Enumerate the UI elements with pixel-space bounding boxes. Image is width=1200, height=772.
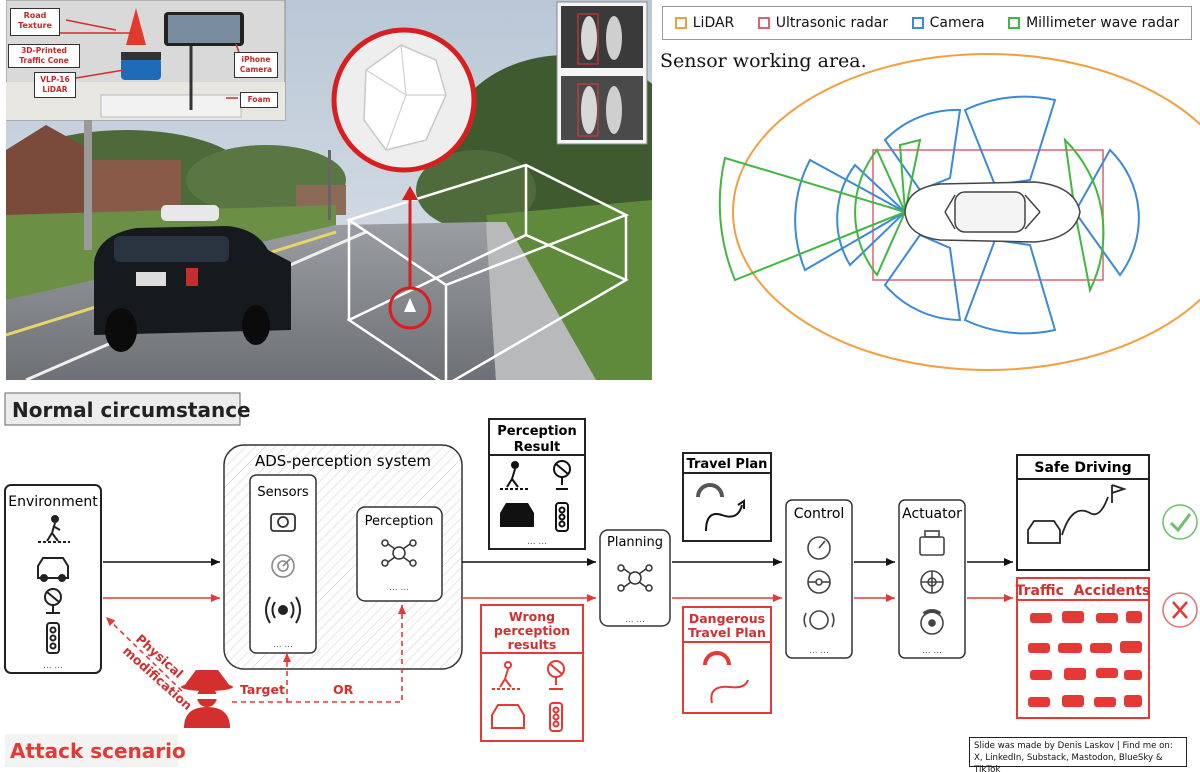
label-lidar: VLP-16 LiDAR: [34, 72, 76, 98]
svg-text:Planning: Planning: [607, 535, 663, 550]
legend-label-mmwave: Millimeter wave radar: [1026, 15, 1180, 31]
perception-result-box: Perception Result ... ...: [488, 418, 586, 550]
wrong-car-icon: [491, 704, 525, 729]
sensor-working-area: LiDAR Ultrasonic radar Camera Millimeter…: [655, 0, 1200, 380]
disc-brake-icon: [920, 609, 944, 635]
svg-text:Traffic Accidents: Traffic Accidents: [1016, 583, 1151, 599]
safe-driving-car-icon: [1027, 484, 1127, 544]
label-traffic-cone: 3D-Printed Traffic Cone: [8, 44, 80, 68]
svg-text:perception: perception: [494, 623, 570, 638]
svg-text:... ...: ... ...: [527, 537, 547, 547]
wrong-pedestrian-icon: [492, 661, 522, 690]
svg-text:... ...: ... ...: [43, 661, 63, 671]
perception-box: Perception ... ...: [356, 506, 443, 602]
safe-driving-box: Safe Driving: [1016, 454, 1150, 571]
or-label: OR: [333, 682, 354, 697]
svg-text:Travel Plan: Travel Plan: [688, 625, 766, 640]
steering-wheel-icon: [807, 570, 831, 594]
sensor-coverage-diagram: [718, 53, 1200, 371]
result-traffic-light-icon: [555, 502, 569, 532]
svg-text:Sensors: Sensors: [257, 485, 309, 500]
brake-icon: [803, 610, 835, 630]
svg-text:ADS-perception system: ADS-perception system: [255, 452, 431, 470]
legend-swatch-lidar: [674, 17, 687, 29]
result-sign-icon: [553, 460, 571, 490]
attack-scenario-title: Attack scenario: [5, 734, 186, 767]
attack-photo: Road Texture 3D-Printed Traffic Cone VLP…: [6, 0, 652, 380]
check-icon: [1162, 504, 1198, 540]
svg-text:Perception: Perception: [497, 424, 576, 439]
svg-text:Wrong: Wrong: [509, 609, 555, 624]
svg-text:Control: Control: [794, 506, 845, 522]
label-foam: Foam: [240, 92, 278, 108]
legend-label-camera: Camera: [929, 15, 985, 31]
pedestrian-icon: [38, 515, 70, 543]
label-iphone-camera: iPhone Camera: [234, 52, 278, 78]
speedometer-icon: [807, 536, 831, 560]
travel-plan-gauge-icon: [696, 483, 745, 532]
svg-text:... ...: ... ...: [625, 615, 645, 625]
svg-text:... ...: ... ...: [389, 583, 409, 593]
svg-text:... ...: ... ...: [809, 646, 829, 656]
cross-icon: [1162, 592, 1198, 628]
credit-line-2: X, LinkedIn, Substack, Mastodon, BlueSky…: [974, 753, 1163, 772]
svg-text:Safe Driving: Safe Driving: [1034, 460, 1131, 476]
legend-item-camera: Camera: [911, 15, 985, 31]
no-entry-sign-icon: [44, 588, 62, 614]
svg-text:results: results: [508, 637, 557, 652]
street-scene-illustration: [6, 0, 652, 380]
neural-network-icon: [381, 539, 417, 567]
svg-text:Result: Result: [514, 440, 561, 455]
legend-swatch-mmwave: [1008, 17, 1021, 29]
credit-box: Slide was made by Denis Laskov | Find me…: [969, 737, 1187, 772]
attacker-icon: [181, 670, 233, 728]
legend-swatch-camera: [911, 17, 924, 29]
dangerous-plan-gauge-icon: [703, 651, 749, 704]
wrong-perception-box: Wrong perception results: [480, 604, 584, 742]
planning-network-icon: [617, 564, 653, 592]
result-car-icon: [500, 503, 534, 527]
credit-line-1: Slide was made by Denis Laskov | Find me…: [974, 741, 1173, 751]
legend-label-ultrasonic: Ultrasonic radar: [775, 15, 889, 31]
legend-label-lidar: LiDAR: [692, 15, 735, 31]
legend-item-ultrasonic: Ultrasonic radar: [757, 15, 889, 31]
result-pedestrian-icon: [500, 461, 530, 490]
svg-text:Actuator: Actuator: [902, 506, 962, 522]
legend-item-lidar: LiDAR: [674, 15, 735, 31]
svg-text:... ...: ... ...: [922, 646, 942, 656]
normal-circumstance-title: Normal circumstance: [4, 392, 251, 426]
legend-item-mmwave: Millimeter wave radar: [1008, 15, 1179, 31]
car-icon: [37, 557, 69, 582]
ads-perception-diagram: Normal circumstance Environment ... ...: [0, 385, 1200, 772]
engine-icon: [919, 530, 945, 556]
svg-text:Dangerous: Dangerous: [689, 611, 765, 626]
radar-icon: [271, 554, 295, 578]
pipeline-diagram: Normal circumstance Environment ... ...: [4, 392, 1198, 767]
svg-text:Travel Plan: Travel Plan: [687, 457, 768, 472]
signal-icon: [265, 596, 301, 624]
svg-text:... ...: ... ...: [273, 640, 293, 650]
sensors-box: Sensors ... ...: [249, 474, 317, 654]
wrong-traffic-light-icon: [549, 702, 563, 732]
camera-icon: [270, 513, 296, 532]
planning-box: Planning ... ...: [599, 529, 671, 627]
sensor-legend: LiDAR Ultrasonic radar Camera Millimeter…: [662, 6, 1192, 40]
label-road-texture: Road Texture: [10, 8, 60, 36]
svg-text:Normal circumstance: Normal circumstance: [12, 398, 251, 422]
wheel-icon: [920, 570, 944, 594]
svg-text:Perception: Perception: [365, 514, 434, 529]
target-label: Target: [240, 682, 285, 697]
svg-text:Environment: Environment: [8, 494, 98, 510]
attack-dashed-lines: [105, 605, 406, 703]
traffic-light-icon: [46, 622, 60, 654]
sensor-area-title: Sensor working area.: [660, 50, 867, 72]
accident-cars-icon: [1028, 611, 1142, 707]
wrong-sign-icon: [547, 660, 565, 690]
svg-text:Attack scenario: Attack scenario: [10, 739, 186, 763]
legend-swatch-ultrasonic: [757, 17, 770, 29]
